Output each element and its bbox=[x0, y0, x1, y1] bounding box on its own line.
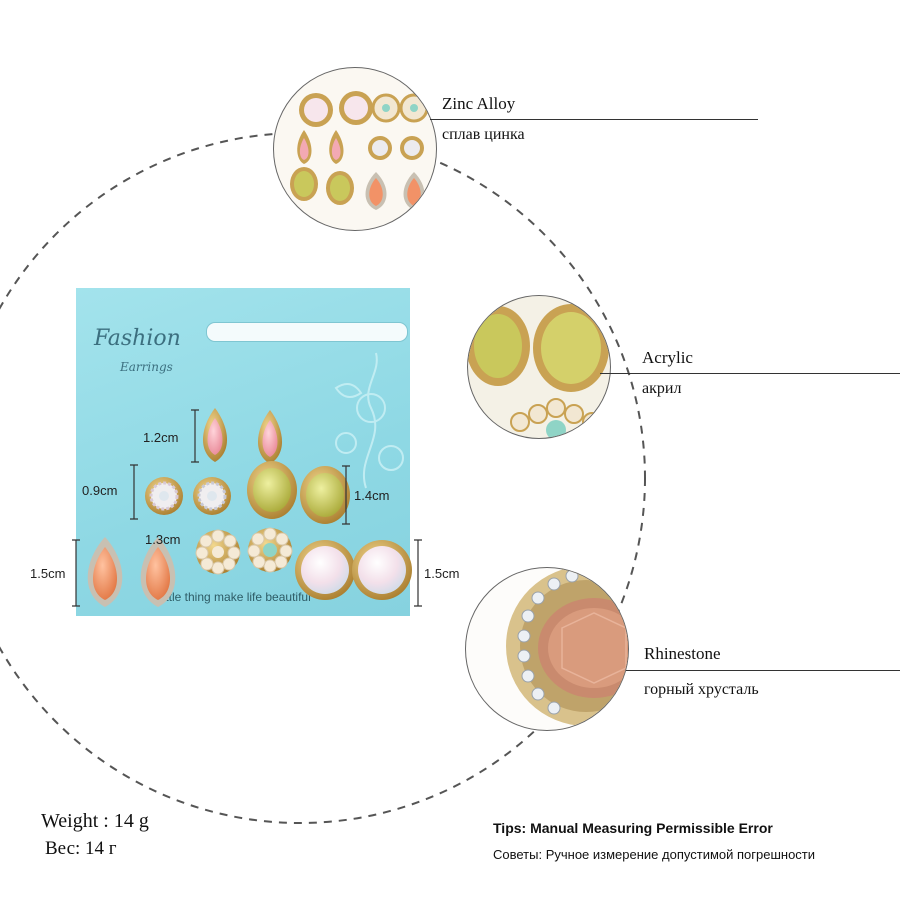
acrylic-closeup bbox=[468, 304, 609, 438]
material-ru-2: акрил bbox=[642, 380, 682, 397]
card-brand: Fashion bbox=[94, 326, 181, 351]
measure-label-4: 1.3cm bbox=[145, 532, 181, 547]
material-divider-1 bbox=[430, 119, 758, 120]
measure-label-5: 1.5cm bbox=[30, 566, 66, 581]
detail-acrylic bbox=[467, 295, 611, 439]
measure-bar-6 bbox=[414, 539, 422, 607]
measure-label-3: 1.4cm bbox=[354, 488, 390, 503]
pearl-flower-right bbox=[247, 527, 293, 573]
measure-label-1: 1.2cm bbox=[143, 430, 179, 445]
pink-teardrop-left bbox=[202, 408, 228, 462]
yellow-oval-left bbox=[247, 461, 297, 519]
tips-en: Tips: Manual Measuring Permissible Error bbox=[493, 820, 773, 836]
detail-zinc-alloy bbox=[273, 67, 437, 231]
weight-ru: Вес: 14 г bbox=[45, 838, 117, 859]
measure-bar-3 bbox=[342, 465, 350, 525]
detail-rhinestone bbox=[465, 567, 629, 731]
coral-teardrop-right bbox=[140, 537, 176, 607]
crystal-round-left bbox=[145, 477, 183, 515]
tips-ru: Советы: Ручное измерение допустимой погр… bbox=[493, 847, 816, 862]
coral-teardrop-left bbox=[87, 537, 123, 607]
material-ru-3: горный хрусталь bbox=[644, 681, 759, 698]
rhinestone-closeup bbox=[506, 568, 628, 726]
floral-decoration bbox=[334, 352, 404, 489]
card-subtitle: Earrings bbox=[120, 360, 173, 374]
card-slogan: little thing make life beautiful bbox=[160, 590, 311, 604]
material-en-1: Zinc Alloy bbox=[442, 94, 516, 113]
measure-label-2: 0.9cm bbox=[82, 483, 118, 498]
weight-en: Weight : 14 g bbox=[41, 810, 149, 832]
card-hanger-hole bbox=[206, 322, 408, 342]
material-divider-3 bbox=[626, 670, 900, 671]
measure-bar-5 bbox=[72, 539, 80, 607]
measure-bar-1 bbox=[191, 409, 199, 463]
material-divider-2 bbox=[600, 373, 900, 374]
pearl-flower-left bbox=[195, 529, 241, 575]
zinc-alloy-closeup bbox=[290, 91, 429, 210]
measure-bar-2 bbox=[130, 464, 138, 520]
material-ru-1: сплав цинка bbox=[442, 126, 525, 143]
opal-round-left bbox=[295, 540, 355, 600]
material-en-2: Acrylic bbox=[642, 348, 693, 367]
material-en-3: Rhinestone bbox=[644, 644, 721, 663]
pink-teardrop-right bbox=[257, 410, 283, 464]
crystal-round-right bbox=[193, 477, 231, 515]
measure-label-6: 1.5cm bbox=[424, 566, 460, 581]
opal-round-right bbox=[352, 540, 412, 600]
yellow-oval-right bbox=[300, 466, 350, 524]
